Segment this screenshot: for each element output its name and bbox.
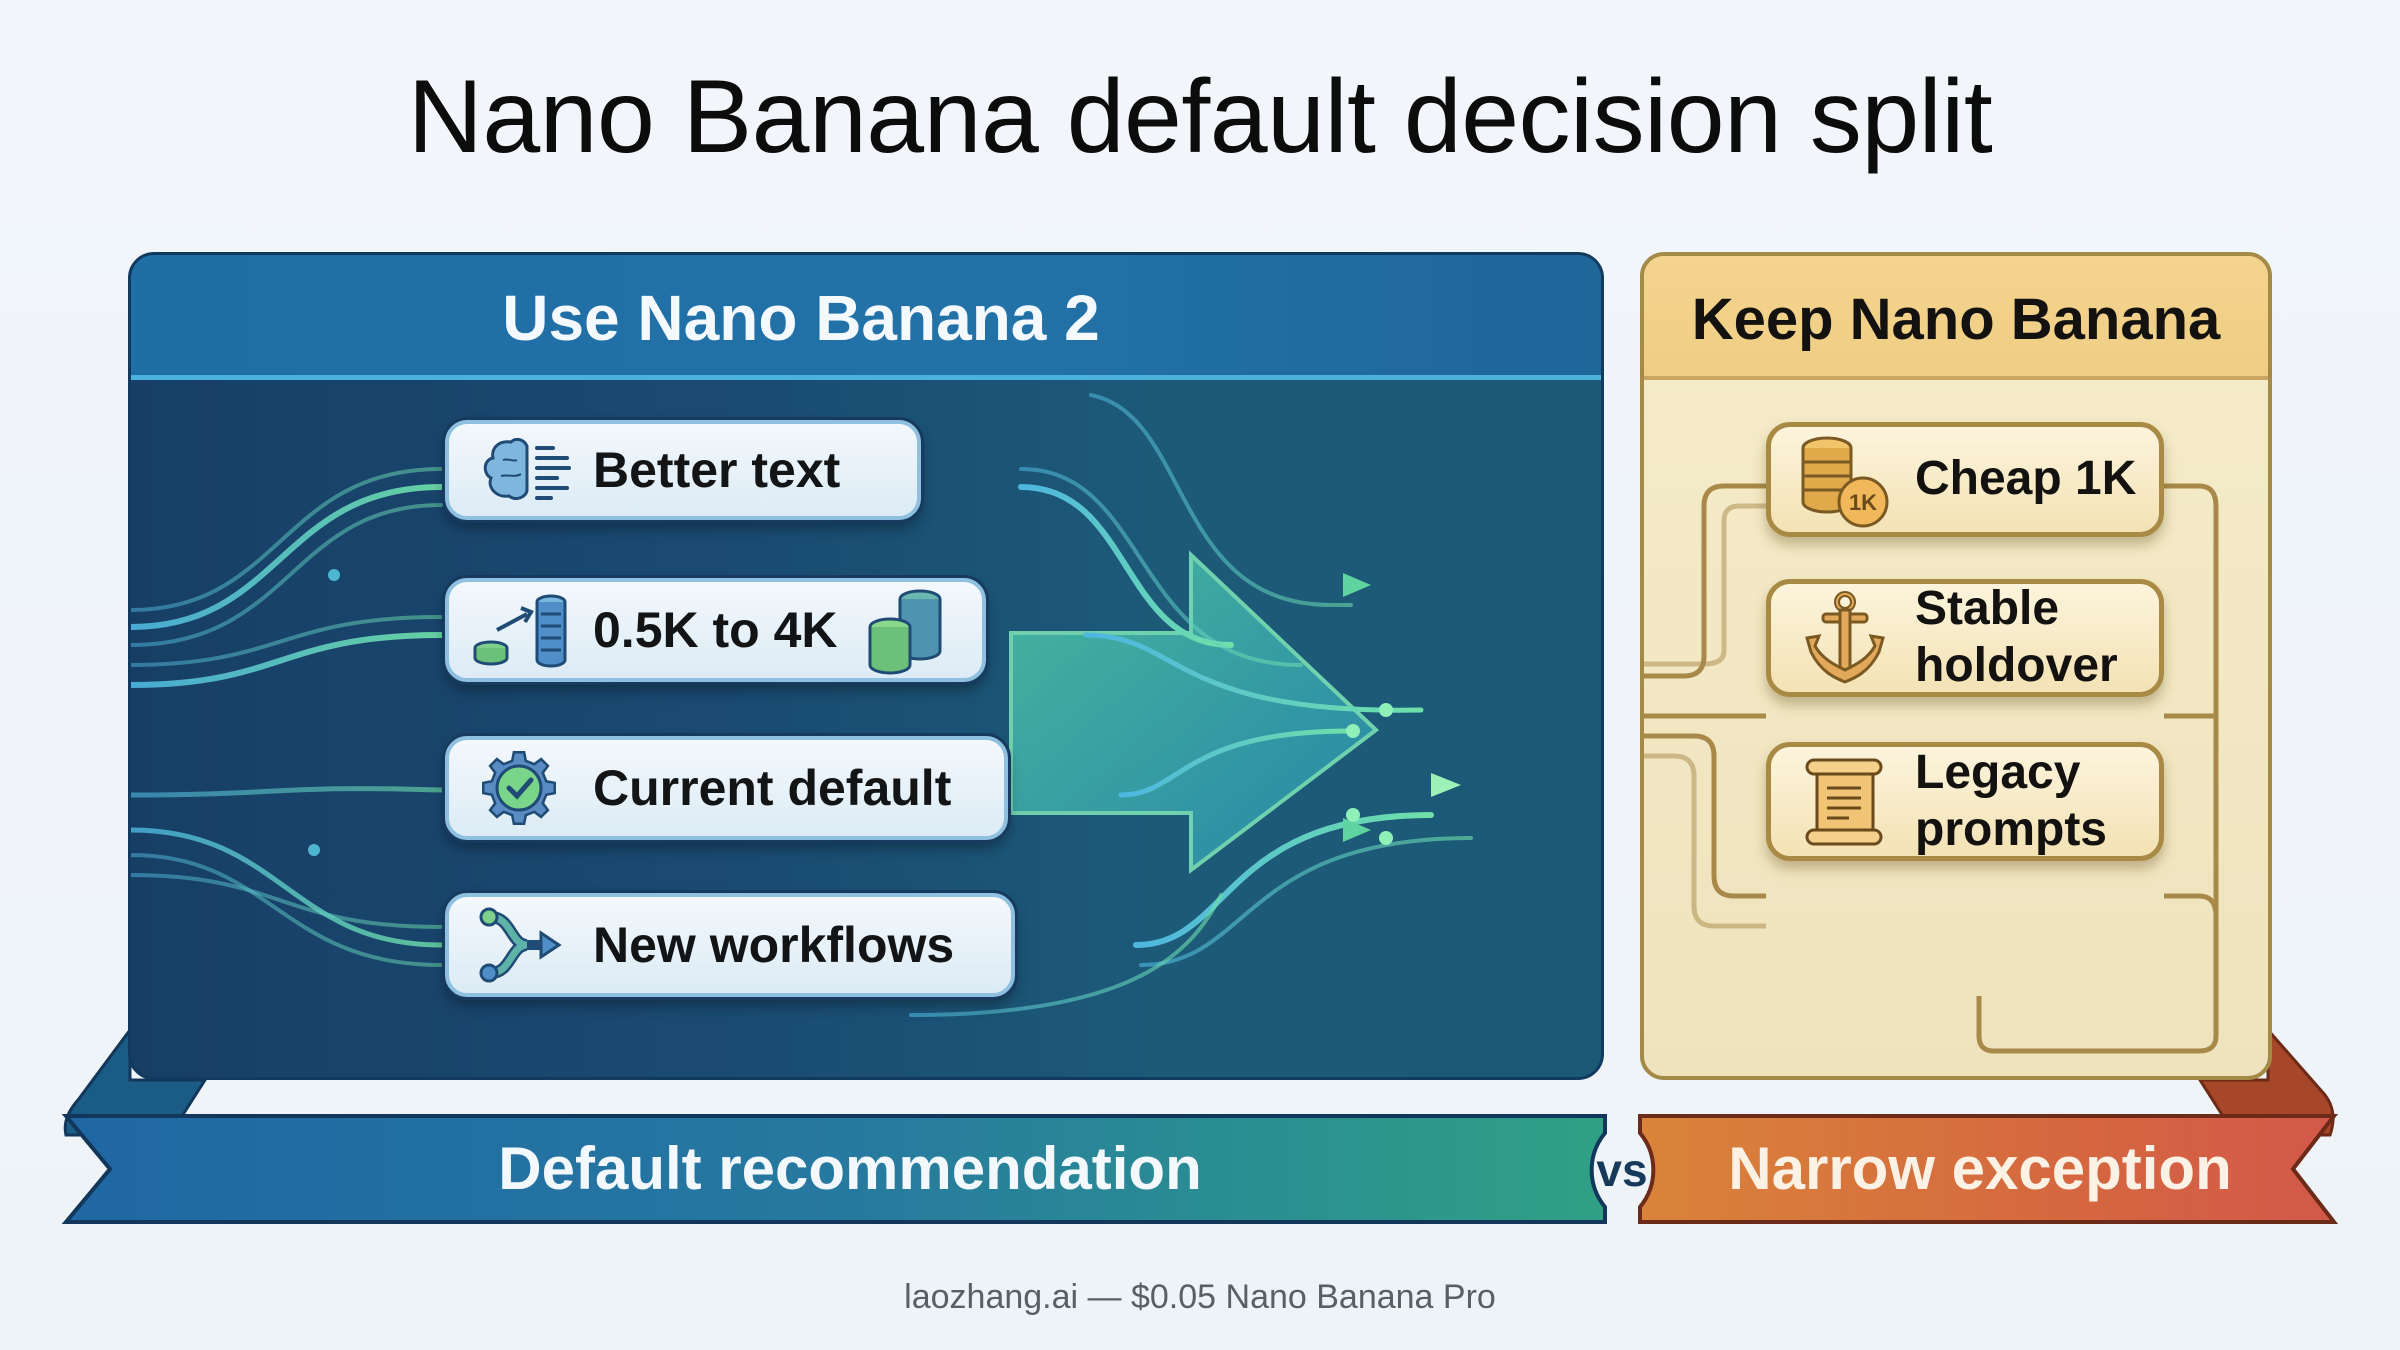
exception-label: Legacy prompts (1915, 745, 2107, 856)
anchor-icon (1805, 591, 1885, 684)
coin-stack-1k-icon: 1K (1801, 436, 1889, 527)
exception-card-legacy-prompts: Legacy prompts (1766, 742, 2164, 861)
feature-card-better-text: Better text (445, 420, 921, 520)
feature-label: Better text (593, 442, 841, 498)
brain-text-icon (483, 437, 571, 500)
panel-heading: Use Nano Banana 2 (502, 282, 1100, 354)
exception-card-stable-holdover: Stable holdover (1766, 579, 2164, 697)
nano-banana-2-panel: Use Nano Banana 2 (128, 252, 1604, 1080)
exception-label: Cheap 1K (1915, 452, 2137, 506)
feature-card-current-default: Current default (445, 736, 1008, 840)
flow-lines-graphic (131, 393, 1473, 1017)
narrow-exception-ribbon: Narrow exception (1728, 1135, 2232, 1202)
feature-label: New workflows (593, 917, 955, 973)
exception-card-cheap-1k: 1K Cheap 1K (1766, 422, 2164, 537)
connector-lines (1644, 483, 2219, 1054)
coin-badge: 1K (1849, 490, 1877, 515)
panel-header: Use Nano Banana 2 (131, 255, 1601, 380)
feature-label: 0.5K to 4K (593, 602, 838, 658)
feature-label: Current default (593, 760, 952, 816)
data-stacks-icon (868, 589, 942, 675)
nano-banana-panel: Keep Nano Banana 1K Cheap 1K (1640, 252, 2272, 1080)
feature-card-new-workflows: New workflows (445, 893, 1015, 997)
gear-check-icon (482, 751, 556, 825)
branch-arrow-icon (479, 907, 562, 983)
default-recommendation-ribbon: Default recommendation (498, 1135, 1202, 1202)
footer-credit: laozhang.ai — $0.05 Nano Banana Pro (904, 1278, 1496, 1316)
page-title: Nano Banana default decision split (407, 59, 1993, 175)
panel-header: Keep Nano Banana (1644, 256, 2268, 380)
panel-heading: Keep Nano Banana (1691, 287, 2221, 352)
resolution-scale-stacks-icon (473, 594, 567, 668)
feature-card-resolution: 0.5K to 4K (445, 578, 986, 682)
scroll-icon (1805, 758, 1883, 845)
exception-label: Stable holdover (1915, 582, 2118, 692)
vs-badge: vs (1596, 1144, 1648, 1196)
